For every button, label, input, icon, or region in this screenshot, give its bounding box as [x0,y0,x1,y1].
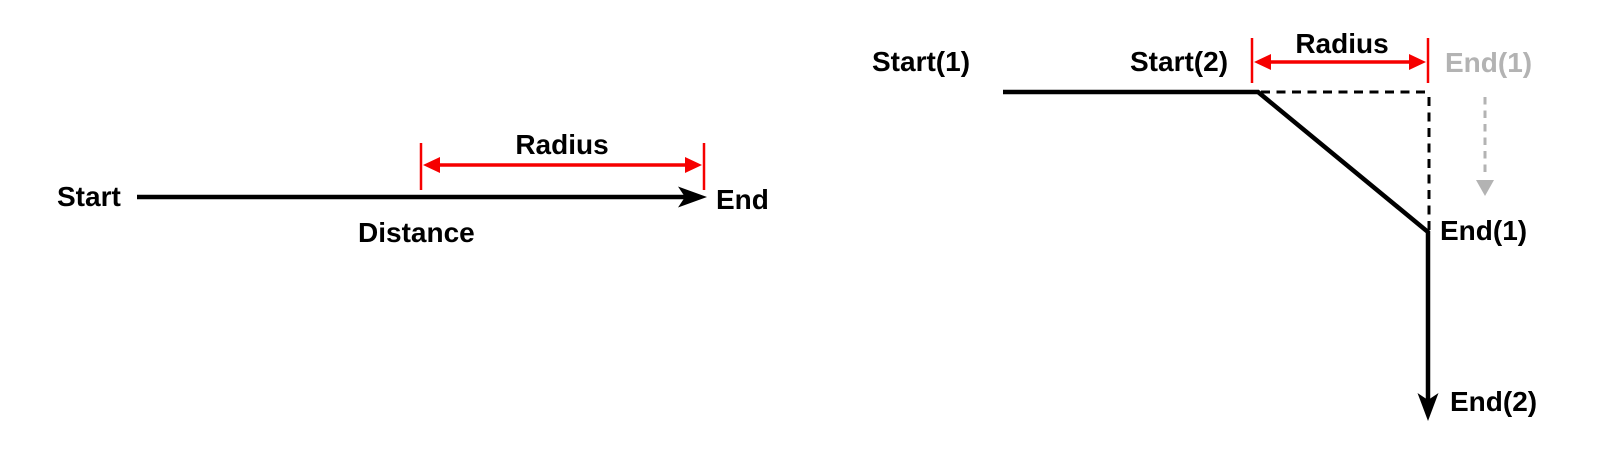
end1-label: End(1) [1440,215,1528,246]
radius-arrowhead-right [1409,54,1426,70]
turn-diagram [1003,38,1494,421]
start-label: Start [57,181,121,212]
distance-label: Distance [358,217,475,248]
ghost-end-arrowhead [1476,180,1494,196]
start1-label: Start(1) [872,46,971,77]
radius-arrowhead-right [685,157,702,173]
distance-diagram [137,143,707,208]
end1-ghost-label: End(1) [1445,47,1533,78]
turn-path-arrowhead [1417,393,1439,421]
radius-arrowhead-left [1254,54,1271,70]
distance-arrowhead [678,186,707,208]
radius-label: Radius [1295,28,1389,59]
turn-path [1003,89,1431,406]
start2-label: Start(2) [1130,46,1229,77]
end-label: End [716,184,769,215]
radius-arrowhead-left [423,157,440,173]
end2-label: End(2) [1450,386,1538,417]
radius-label: Radius [515,129,609,160]
